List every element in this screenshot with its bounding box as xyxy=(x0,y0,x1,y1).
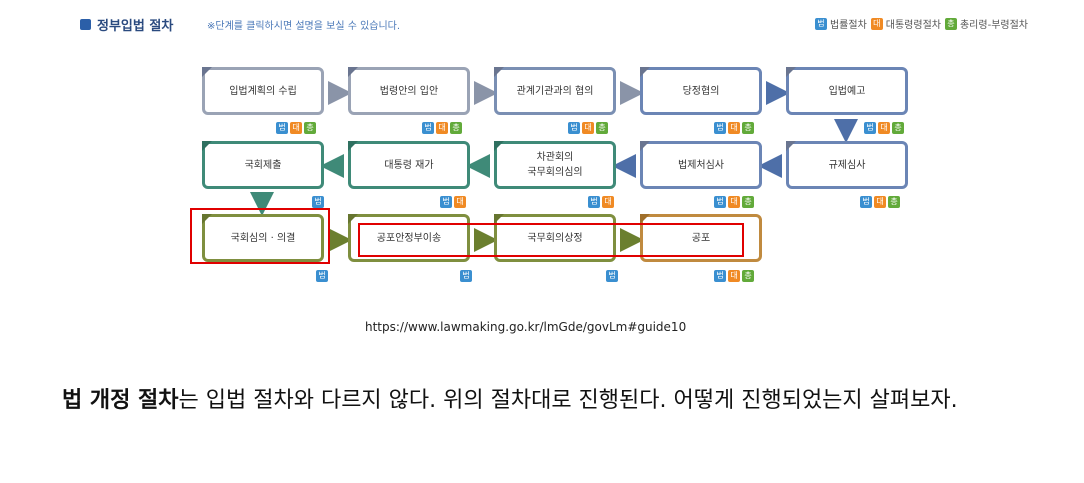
law-badge-icon: 법 xyxy=(714,122,726,134)
step-regulatory-review[interactable]: 규제심사 xyxy=(786,141,908,189)
step-legislative-plan[interactable]: 입법계획의 수립 xyxy=(202,67,324,115)
source-url: https://www.lawmaking.go.kr/lmGde/govLm#… xyxy=(365,320,687,334)
step-assembly-deliberation[interactable]: 국회심의 · 의결 xyxy=(202,214,324,262)
pm-badge-icon: 총 xyxy=(742,196,754,208)
step-promulgation[interactable]: 공포 xyxy=(640,214,762,262)
step-label: 공포안정부이송 xyxy=(376,232,442,244)
presidential-badge-icon: 대 xyxy=(602,196,614,208)
step-agency-consultation[interactable]: 관계기관과의 협의 xyxy=(494,67,616,115)
pm-badge-icon: 총 xyxy=(944,17,957,30)
law-badge-icon: 법 xyxy=(568,122,580,134)
diagram-title: 정부입법 절차 xyxy=(80,15,173,34)
presidential-badge-icon: 대 xyxy=(728,270,740,282)
law-badge-icon: 법 xyxy=(422,122,434,134)
step-label: 국회심의 · 의결 xyxy=(230,232,296,244)
law-badge-icon: 법 xyxy=(860,196,872,208)
step-party-gov-consultation[interactable]: 당정협의 xyxy=(640,67,762,115)
step-label: 국무회의상정 xyxy=(527,232,583,244)
step-legislative-notice[interactable]: 입법예고 xyxy=(786,67,908,115)
legend-label: 대통령령절차 xyxy=(885,20,941,31)
pm-badge-icon: 총 xyxy=(596,122,608,134)
law-badge-icon: 법 xyxy=(714,270,726,282)
pm-badge-icon: 총 xyxy=(450,122,462,134)
law-badge-icon: 법 xyxy=(276,122,288,134)
step-label: 규제심사 xyxy=(828,159,866,171)
presidential-badge-icon: 대 xyxy=(582,122,594,134)
pm-badge-icon: 총 xyxy=(742,122,754,134)
pm-badge-icon: 총 xyxy=(304,122,316,134)
law-badge-icon: 법 xyxy=(460,270,472,282)
step-cabinet-submission[interactable]: 국무회의상정 xyxy=(494,214,616,262)
paragraph-bold: 법 개정 절차 xyxy=(62,388,179,413)
step-presidential-approval[interactable]: 대통령 재가 xyxy=(348,141,470,189)
title-square-icon xyxy=(80,19,91,30)
presidential-badge-icon: 대 xyxy=(728,122,740,134)
step-label: 국회제출 xyxy=(244,159,282,171)
title-text: 정부입법 절차 xyxy=(97,19,174,34)
law-badge-icon: 법 xyxy=(588,196,600,208)
legend-label: 총리령-부령절차 xyxy=(959,20,1028,31)
pm-badge-icon: 총 xyxy=(892,122,904,134)
click-note: ※단계를 클릭하시면 설명을 보실 수 있습니다. xyxy=(207,21,401,32)
step-label: 법제처심사 xyxy=(678,159,724,171)
step-label: 대통령 재가 xyxy=(384,159,434,171)
paragraph-text: 는 입법 절차와 다르지 않다. 위의 절차대로 진행된다. 어떻게 진행되었는… xyxy=(178,388,958,413)
highlight-assembly-box xyxy=(190,208,330,264)
step-label: 법령안의 입안 xyxy=(379,85,439,97)
law-badge-icon: 법 xyxy=(440,196,452,208)
step-badges: 법 xyxy=(458,270,472,282)
law-badge-icon: 법 xyxy=(714,196,726,208)
legend-item-presidential: 대 대통령령절차 xyxy=(870,16,941,31)
step-badges: 법 xyxy=(314,270,328,282)
step-badges: 법 xyxy=(310,196,324,208)
step-cabinet-deliberation[interactable]: 차관회의 국무회의심의 xyxy=(494,141,616,189)
presidential-badge-icon: 대 xyxy=(728,196,740,208)
step-label: 공포 xyxy=(691,232,711,244)
presidential-badge-icon: 대 xyxy=(454,196,466,208)
law-badge-icon: 법 xyxy=(864,122,876,134)
legend-item-law: 법 법률절차 xyxy=(814,16,867,31)
highlight-promulgation-path xyxy=(358,223,744,257)
pm-badge-icon: 총 xyxy=(742,270,754,282)
presidential-badge-icon: 대 xyxy=(878,122,890,134)
presidential-badge-icon: 대 xyxy=(870,17,883,30)
law-badge-icon: 법 xyxy=(316,270,328,282)
law-badge-icon: 법 xyxy=(814,17,827,30)
presidential-badge-icon: 대 xyxy=(436,122,448,134)
step-bill-drafting[interactable]: 법령안의 입안 xyxy=(348,67,470,115)
step-label: 관계기관과의 협의 xyxy=(516,85,594,97)
step-label: 입법예고 xyxy=(828,85,866,97)
step-moleg-review[interactable]: 법제처심사 xyxy=(640,141,762,189)
step-label: 당정협의 xyxy=(682,85,720,97)
step-submit-to-assembly[interactable]: 국회제출 xyxy=(202,141,324,189)
law-badge-icon: 법 xyxy=(606,270,618,282)
presidential-badge-icon: 대 xyxy=(290,122,302,134)
body-paragraph: 법 개정 절차는 입법 절차와 다르지 않다. 위의 절차대로 진행된다. 어떻… xyxy=(62,386,1032,416)
step-label: 차관회의 국무회의심의 xyxy=(527,152,583,178)
presidential-badge-icon: 대 xyxy=(874,196,886,208)
law-badge-icon: 법 xyxy=(312,196,324,208)
legend-item-pm: 총 총리령-부령절차 xyxy=(944,16,1028,31)
step-label: 입법계획의 수립 xyxy=(229,85,297,97)
step-badges: 법 xyxy=(604,270,618,282)
legend: 법 법률절차 대 대통령령절차 총 총리령-부령절차 xyxy=(811,16,1028,31)
pm-badge-icon: 총 xyxy=(888,196,900,208)
legend-label: 법률절차 xyxy=(829,20,867,31)
step-transfer-for-promulgation[interactable]: 공포안정부이송 xyxy=(348,214,470,262)
